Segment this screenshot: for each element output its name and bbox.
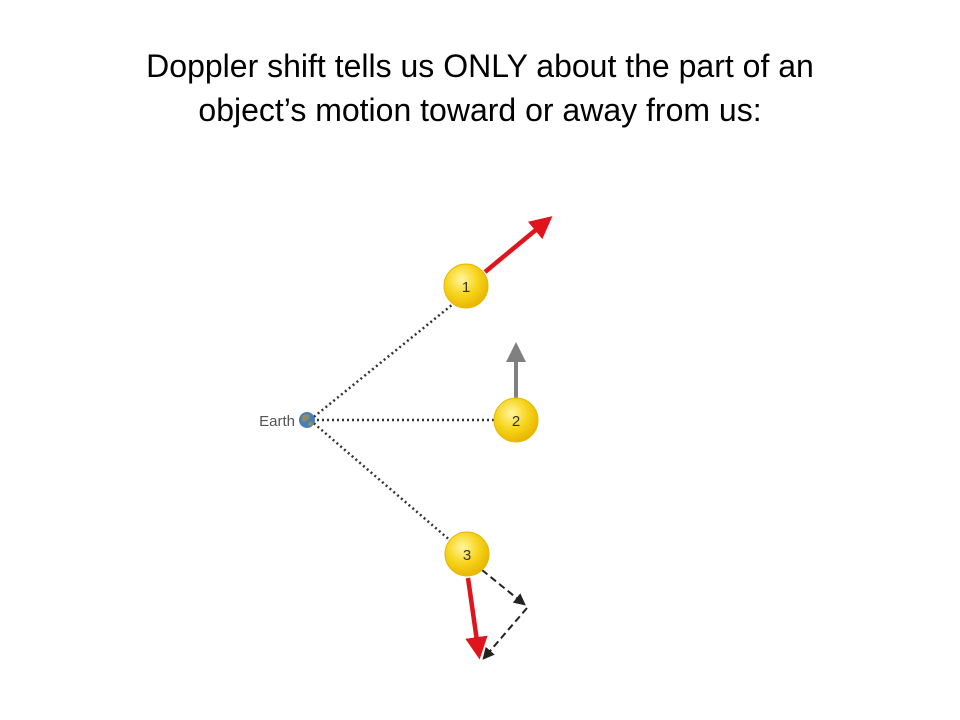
star-1: 1 — [443, 263, 489, 309]
velocity-arrow-star-1 — [483, 216, 553, 274]
star-3-label: 3 — [463, 547, 471, 564]
star-3-disc — [444, 531, 490, 577]
transverse-component-star-3 — [482, 607, 528, 660]
velocity-arrow-star-3 — [465, 577, 488, 660]
star-2-label: 2 — [512, 413, 520, 430]
slide-title-line-1: Doppler shift tells us ONLY about the pa… — [146, 48, 814, 84]
star-2-disc — [493, 397, 539, 443]
star-1-disc — [443, 263, 489, 309]
radial-component-star-3 — [481, 569, 526, 606]
slide-title: Doppler shift tells us ONLY about the pa… — [40, 44, 920, 132]
earth-icon — [299, 412, 315, 428]
slide-title-line-2: object’s motion toward or away from us: — [198, 92, 762, 128]
earth-label: Earth — [259, 413, 295, 430]
sightline-star-3 — [309, 419, 453, 543]
star-2: 2 — [493, 397, 539, 443]
star-1-label: 1 — [462, 279, 470, 296]
sightline-star-1 — [309, 299, 459, 421]
star-3: 3 — [444, 531, 490, 577]
